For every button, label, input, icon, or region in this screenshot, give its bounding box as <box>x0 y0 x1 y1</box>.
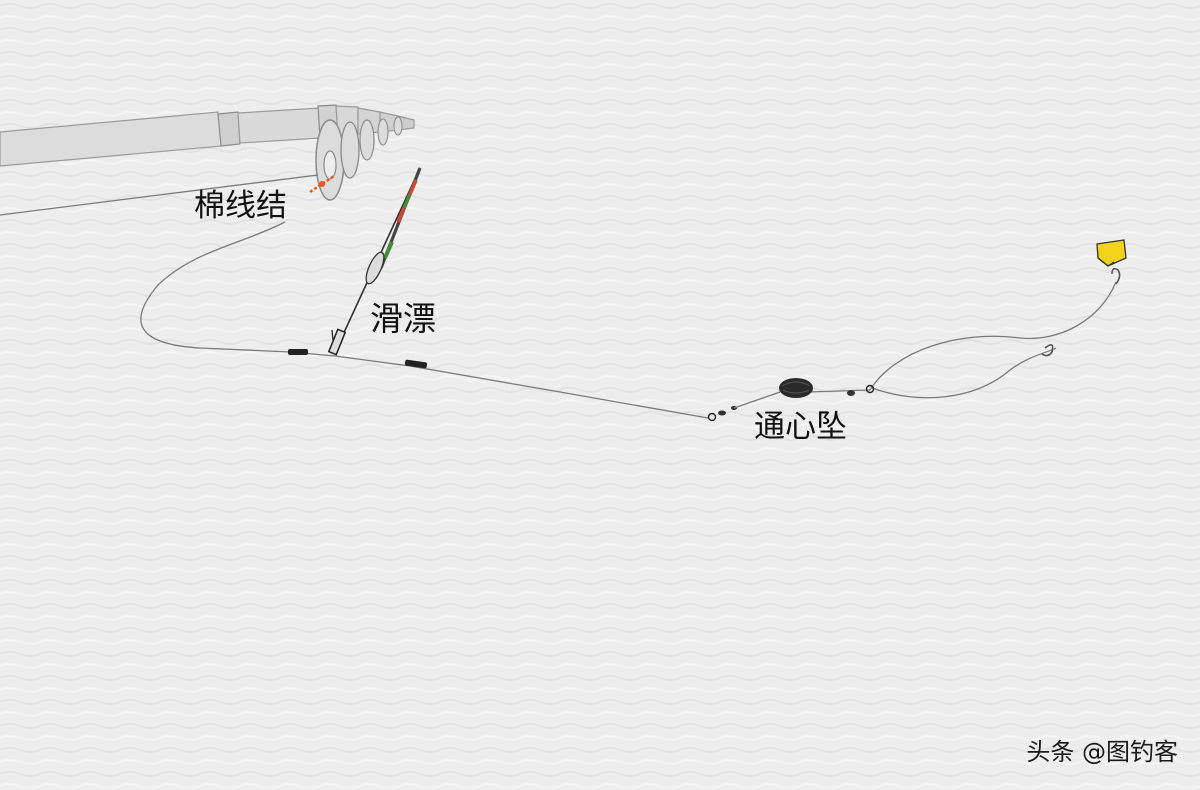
bait <box>1096 239 1127 267</box>
fish-hook <box>1111 267 1121 285</box>
line-stopper <box>404 359 428 369</box>
swivel <box>847 384 875 396</box>
cotton-knot <box>309 174 335 194</box>
fish-hook <box>1041 344 1054 357</box>
sliding-float <box>327 167 422 356</box>
watermark: 头条 @图钓客 <box>1026 738 1178 766</box>
label-through-sinker: 通心坠 <box>754 409 847 445</box>
line-stopper <box>288 349 308 355</box>
label-cotton-knot: 棉线结 <box>194 188 287 224</box>
fishing-rod <box>0 104 415 201</box>
through-sinker <box>779 378 813 398</box>
label-sliding-float: 滑漂 <box>370 299 436 338</box>
